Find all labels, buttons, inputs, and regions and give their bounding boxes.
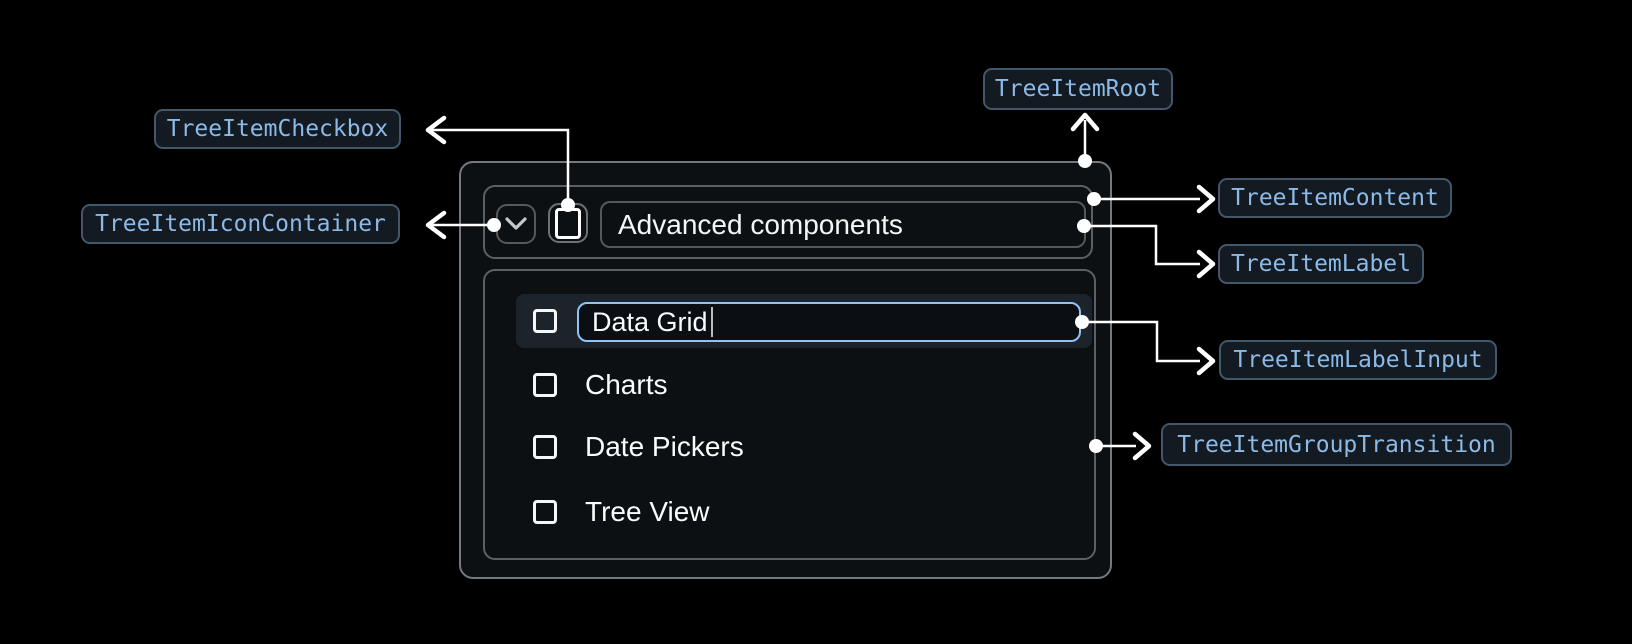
checkbox-charts[interactable] bbox=[533, 373, 557, 397]
checkbox-data-grid[interactable] bbox=[533, 309, 557, 333]
annotation-tree-item-label-input: TreeItemLabelInput bbox=[1219, 340, 1497, 380]
checkbox-tree-view[interactable] bbox=[533, 500, 557, 524]
annotation-tree-item-label: TreeItemLabel bbox=[1218, 244, 1424, 284]
annotation-tree-item-checkbox: TreeItemCheckbox bbox=[154, 109, 401, 149]
tree-item-date-pickers[interactable]: Date Pickers bbox=[585, 431, 744, 462]
text-caret bbox=[710, 307, 713, 337]
label-input-value: Data Grid bbox=[592, 306, 708, 337]
tree-item-tree-view[interactable]: Tree View bbox=[585, 496, 710, 527]
expand-collapse-button[interactable] bbox=[496, 204, 536, 244]
tree-item-root bbox=[459, 161, 1112, 579]
chevron-down-icon bbox=[505, 217, 527, 230]
annotation-tree-item-root: TreeItemRoot bbox=[983, 68, 1173, 110]
tree-item-charts[interactable]: Charts bbox=[585, 369, 668, 400]
tree-item-label[interactable]: Advanced components bbox=[600, 201, 1086, 248]
annotation-tree-item-group-transition: TreeItemGroupTransition bbox=[1161, 423, 1512, 466]
annotation-tree-item-content: TreeItemContent bbox=[1218, 178, 1452, 218]
annotation-tree-item-icon-container: TreeItemIconContainer bbox=[81, 204, 400, 244]
tree-item-group-transition bbox=[483, 269, 1096, 560]
checkbox-date-pickers[interactable] bbox=[533, 435, 557, 459]
checkbox-unchecked-icon bbox=[555, 207, 581, 239]
tree-item-content[interactable] bbox=[483, 185, 1093, 259]
label-edit-input[interactable]: Data Grid bbox=[577, 302, 1081, 342]
parent-label-text: Advanced components bbox=[618, 208, 903, 240]
parent-checkbox[interactable] bbox=[548, 203, 588, 243]
